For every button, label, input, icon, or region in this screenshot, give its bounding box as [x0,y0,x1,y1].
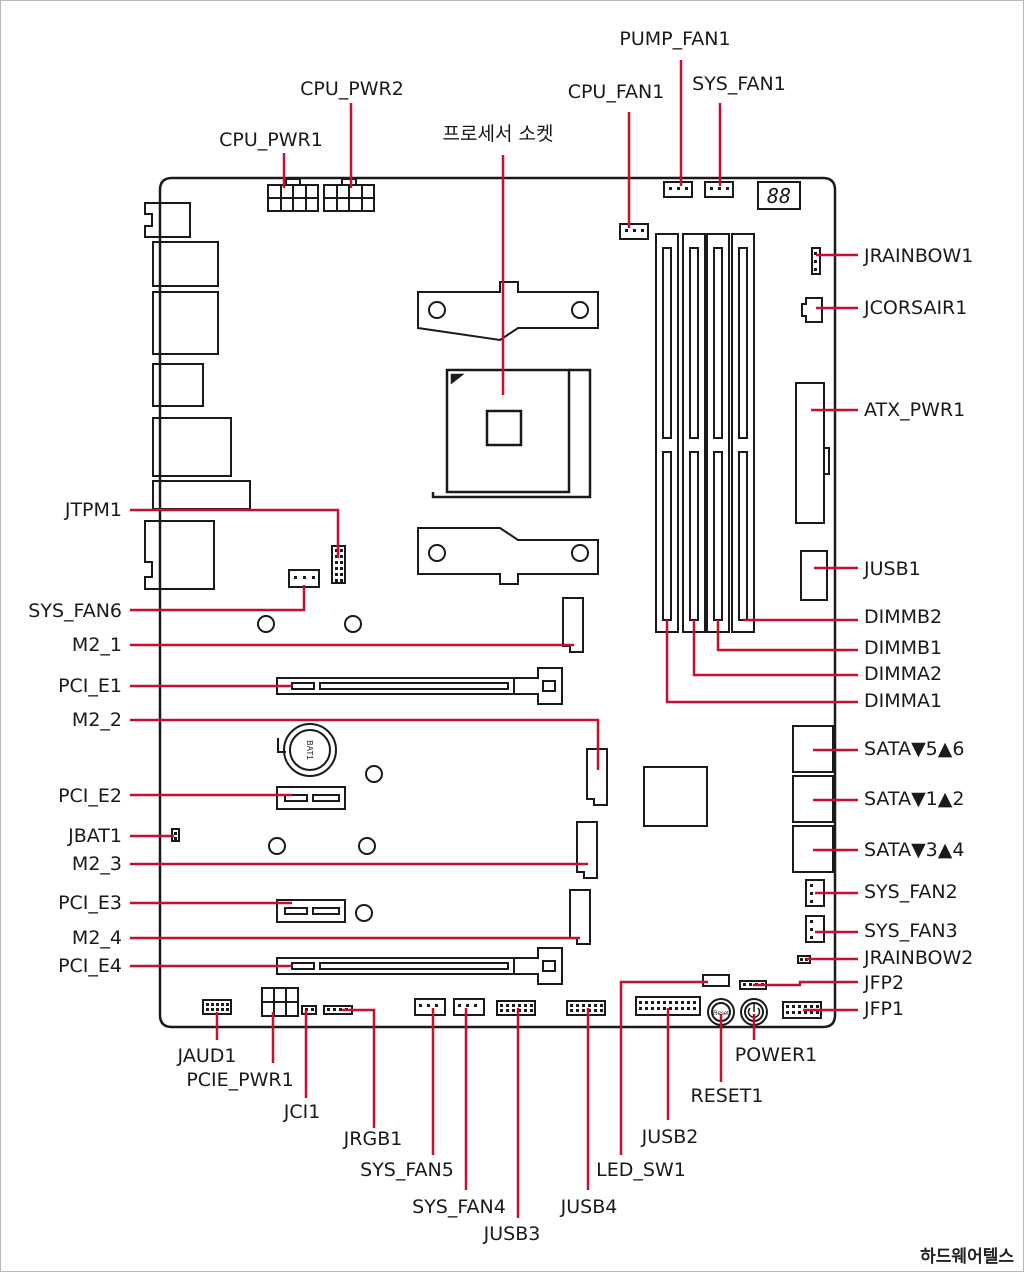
leader-jfp2 [753,980,858,987]
leader-jtpm1 [130,508,340,558]
label-sata34: SATA▼3▲4 [864,839,964,861]
label-cpu-pwr2: CPU_PWR2 [300,78,404,100]
dimmb1-slot [706,233,730,633]
label-atx-pwr1: ATX_PWR1 [864,399,965,421]
label-jrainbow1: JRAINBOW1 [863,245,973,267]
label-pump-fan1: PUMP_FAN1 [619,28,730,50]
label-m2-4: M2_4 [72,927,122,949]
battery-label: BAT1 [305,740,314,760]
leader-dimma1 [665,620,858,704]
cpu-fan1-header [619,223,649,240]
label-dimma1: DIMMA1 [864,690,942,712]
m2-4-slot [569,889,591,945]
atx-pwr1-connector [795,382,825,524]
label-jtpm1: JTPM1 [64,499,122,521]
label-jfp2: JFP2 [863,972,904,994]
label-sys-fan4: SYS_FAN4 [412,1196,506,1218]
battery [277,723,337,777]
label-jusb2: JUSB2 [641,1126,699,1148]
sys-fan4-header [453,998,485,1016]
pump-fan1-header [663,181,693,198]
label-sys-fan2: SYS_FAN2 [864,881,958,903]
dimmb2-slot [731,233,755,633]
m2-3-slot [576,821,598,879]
label-sys-fan6: SYS_FAN6 [28,600,122,622]
pci-e4-slot [276,947,563,985]
jaud1-header [202,999,232,1015]
leader-dimma2 [692,620,858,677]
label-sys-fan3: SYS_FAN3 [864,920,958,942]
label-jaud1: JAUD1 [177,1045,237,1067]
sys-fan5-header [414,998,446,1016]
label-pci-e4: PCI_E4 [58,955,122,977]
label-jbat1: JBAT1 [67,825,122,847]
label-jusb4: JUSB4 [560,1196,618,1218]
label-pci-e3: PCI_E3 [58,892,122,914]
label-jusb1: JUSB1 [863,558,921,580]
label-jfp1: JFP1 [863,998,904,1020]
leader-jrgb1 [342,1008,376,1128]
label-m2-2: M2_2 [72,709,122,731]
label-power1: POWER1 [735,1044,818,1066]
label-m2-1: M2_1 [72,634,122,656]
socket-retention-top [417,281,599,342]
label-sys-fan5: SYS_FAN5 [360,1159,454,1181]
label-pci-e2: PCI_E2 [58,785,122,807]
label-reset1: RESET1 [691,1085,764,1107]
label-sys-fan1: SYS_FAN1 [692,73,786,95]
label-sata56: SATA▼5▲6 [864,738,964,760]
jusb1-header [800,550,828,601]
label-led-sw1: LED_SW1 [596,1159,686,1181]
label-m2-3: M2_3 [72,853,122,875]
jci1-header [301,1005,317,1015]
label-sata12: SATA▼1▲2 [864,788,964,810]
label-dimmb1: DIMMB1 [864,637,942,659]
dimma1-slot [655,233,679,633]
label-jrainbow2: JRAINBOW2 [863,947,973,969]
dimma2-slot [682,233,706,633]
leader-led-sw1 [619,980,708,1155]
label-pcie-pwr1: PCIE_PWR1 [186,1069,293,1091]
cpu-pwr1-connector [267,178,319,212]
cpu-pwr2-connector [323,178,375,212]
jcorsair1-header [801,297,823,323]
pci-e3-slot [276,899,346,923]
jusb3-header [496,1000,536,1016]
label-jrgb1: JRGB1 [343,1128,403,1150]
leader-m2-2 [130,718,600,770]
debug-display [757,181,801,210]
socket-retention-bottom [417,527,599,585]
cpu-socket [431,368,592,499]
label-cpu-pwr1: CPU_PWR1 [219,129,323,151]
jrainbow1-header [811,247,821,275]
board-outline [158,176,837,1029]
label-socket: 프로세서 소켓 [443,123,554,145]
leader-dimmb1 [716,620,858,652]
chipset [643,766,708,827]
label-jusb3: JUSB3 [483,1223,541,1245]
label-pci-e1: PCI_E1 [58,675,122,697]
label-dimma2: DIMMA2 [864,663,942,685]
led-sw1 [702,974,730,987]
label-jci1: JCI1 [283,1101,321,1123]
debug-display-digits: 88 [767,184,791,208]
leader-sys-fan6 [130,585,306,612]
m2-2-slot [586,748,608,806]
label-cpu-fan1: CPU_FAN1 [568,81,665,103]
pci-e2-slot [276,786,346,810]
pci-e1-slot [276,667,563,705]
rear-io-panel [144,202,251,590]
label-jcorsair1: JCORSAIR1 [863,297,967,319]
sys-fan3-header [805,915,825,943]
label-dimmb2: DIMMB2 [864,606,942,628]
jusb4-header [566,1000,606,1016]
watermark: 하드웨어텔스 [920,1247,1014,1267]
